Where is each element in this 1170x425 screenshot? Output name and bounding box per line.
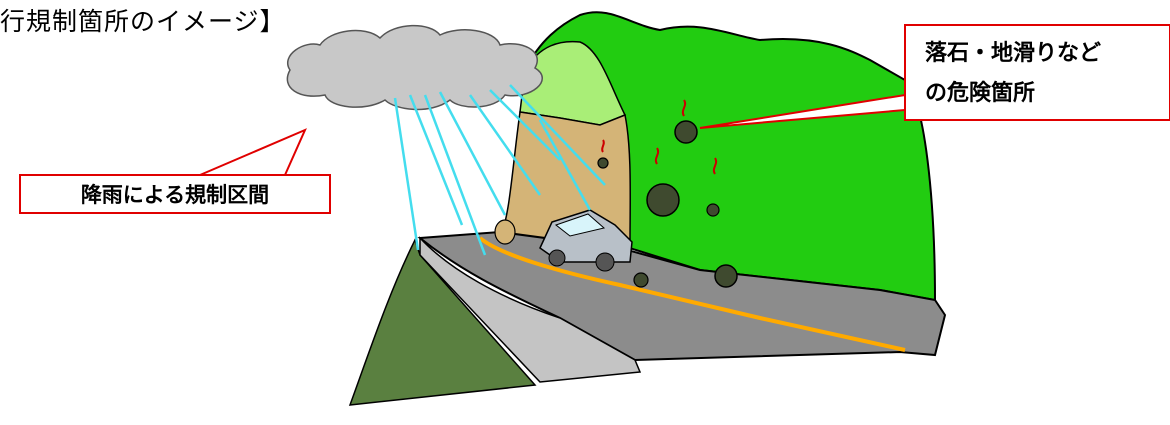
boulder [675, 121, 697, 143]
boulder [634, 273, 648, 287]
boulder [647, 184, 679, 216]
boulder [598, 158, 608, 168]
boulder [495, 220, 515, 244]
rain-callout-label: 降雨による規制区間 [81, 183, 269, 207]
danger-callout-line2: の危険箇所 [925, 80, 1035, 106]
boulder [715, 265, 737, 287]
boulder [707, 204, 719, 216]
danger-callout-line1: 落石・地滑りなど [925, 41, 1101, 66]
rain-callout-pointer [200, 130, 305, 175]
rain-cloud [287, 26, 542, 110]
